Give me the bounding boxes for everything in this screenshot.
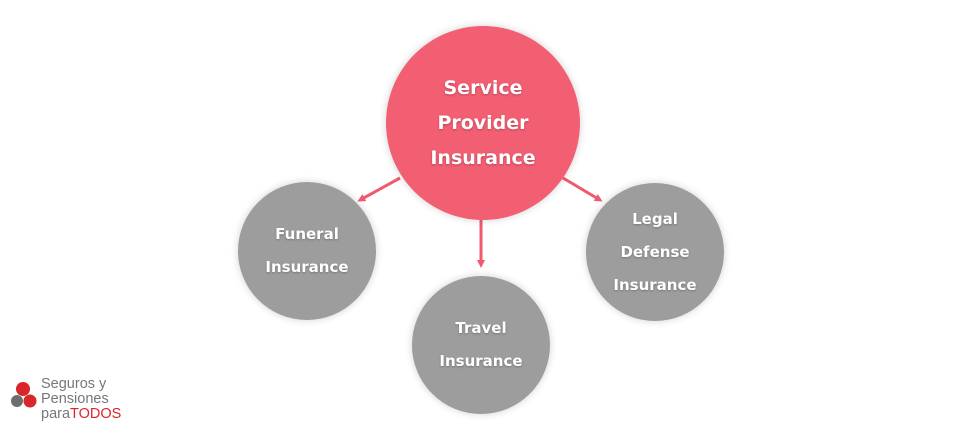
node-line: Insurance [265,258,349,276]
node-line: Funeral [275,225,339,243]
center-node-service-provider-insurance: Service Provider Insurance [386,26,580,220]
center-node-line: Service [443,76,523,99]
logo-brand: TODOS [70,406,122,422]
node-line: Defense [620,242,690,261]
node-line: Legal [632,209,678,228]
center-node-line: Insurance [430,146,536,169]
logo-line-2: Pensiones [41,391,109,407]
node-line: Insurance [613,275,697,294]
child-node-funeral-insurance: Funeral Insurance [238,182,376,320]
logo-prefix: para [41,406,71,422]
node-line: Insurance [439,352,523,370]
logo-line-3: paraTODOS [41,407,121,422]
child-node-legal-defense-insurance: Legal Defense Insurance [586,183,724,321]
three-dots-logo-icon [11,382,37,408]
center-node-line: Provider [437,111,529,134]
arrow-to-funeral [357,176,401,202]
arrow-to-legal [562,176,603,202]
brand-logo: Seguros y Pensiones paraTODOS [41,377,121,422]
child-node-travel-insurance: Travel Insurance [412,276,550,414]
logo-line-1: Seguros y [41,376,107,392]
node-line: Travel [455,319,507,337]
